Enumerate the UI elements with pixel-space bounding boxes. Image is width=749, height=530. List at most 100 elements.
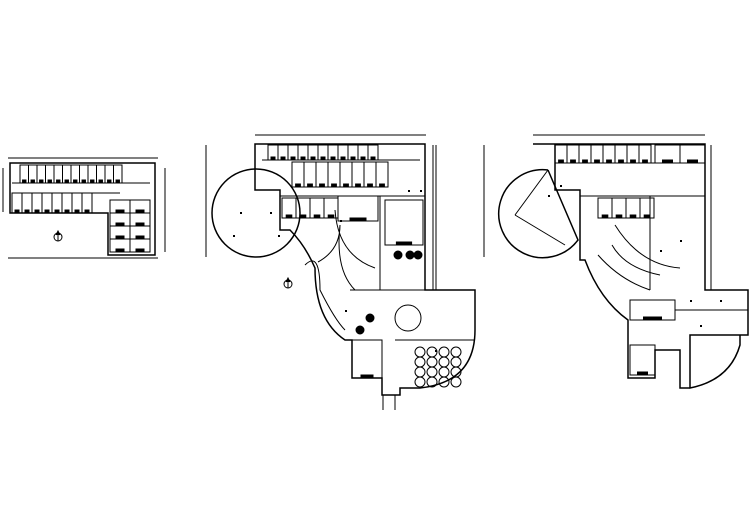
door (116, 249, 124, 251)
column (233, 235, 235, 237)
column (270, 212, 272, 214)
room (630, 300, 675, 320)
door (559, 160, 564, 162)
round-table (439, 377, 449, 387)
door (361, 375, 373, 377)
door (630, 215, 636, 217)
round-table (395, 305, 421, 331)
floor-plan-3 (484, 135, 748, 388)
room (640, 198, 654, 218)
north-arrow (284, 278, 292, 288)
diagonal-line (515, 170, 548, 215)
door (341, 157, 345, 159)
planter (406, 251, 414, 259)
room-grid (233, 145, 437, 378)
door (644, 317, 662, 319)
door (368, 184, 373, 186)
room (364, 162, 376, 187)
planter (366, 314, 374, 322)
column (340, 220, 342, 222)
planter (414, 251, 422, 259)
door (35, 210, 39, 212)
door (308, 184, 313, 186)
door (116, 236, 124, 238)
door (331, 157, 335, 159)
room-grid (12, 165, 150, 252)
door (108, 180, 111, 182)
room (82, 193, 92, 213)
door (344, 184, 349, 186)
column (690, 300, 692, 302)
door (48, 180, 51, 182)
door (631, 160, 636, 162)
door (619, 160, 624, 162)
door (116, 180, 119, 182)
round-table (415, 347, 425, 357)
room (680, 145, 705, 163)
room (292, 162, 304, 187)
door (291, 157, 295, 159)
door (643, 160, 648, 162)
door (57, 180, 60, 182)
round-table (427, 357, 437, 367)
door (75, 210, 79, 212)
courtyard (305, 261, 345, 330)
round-table (415, 367, 425, 377)
door (91, 180, 94, 182)
room (340, 162, 352, 187)
column (408, 190, 410, 192)
door (311, 157, 315, 159)
door (23, 180, 26, 182)
round-table (451, 347, 461, 357)
column (548, 195, 550, 197)
door (25, 210, 29, 212)
room (316, 162, 328, 187)
room (352, 162, 364, 187)
door (65, 210, 69, 212)
column (278, 235, 280, 237)
door (616, 215, 622, 217)
round-table (427, 377, 437, 387)
room (385, 200, 423, 245)
floor-plan-1 (3, 158, 165, 258)
door (332, 184, 337, 186)
door (31, 180, 34, 182)
door (301, 157, 305, 159)
door (571, 160, 576, 162)
door (361, 157, 365, 159)
door (55, 210, 59, 212)
door (40, 180, 43, 182)
door (380, 184, 385, 186)
door (644, 215, 650, 217)
door (300, 215, 306, 217)
door (45, 210, 49, 212)
planter (356, 326, 364, 334)
door (396, 242, 411, 244)
door (116, 223, 124, 225)
north-arrow (54, 231, 62, 241)
curved-corridor (318, 210, 375, 290)
room (304, 162, 316, 187)
door (286, 215, 292, 217)
door (607, 160, 612, 162)
door (296, 184, 301, 186)
door (136, 249, 144, 251)
round-table (439, 357, 449, 367)
dining-tables (356, 251, 461, 387)
door (356, 184, 361, 186)
door (314, 215, 320, 217)
door (663, 160, 673, 162)
room (630, 345, 655, 375)
round-table (415, 357, 425, 367)
room (130, 239, 150, 252)
door (602, 215, 608, 217)
column (420, 190, 422, 192)
door (85, 210, 89, 212)
door (116, 210, 124, 212)
room (338, 196, 378, 221)
door (136, 223, 144, 225)
door (320, 184, 325, 186)
round-table (415, 377, 425, 387)
round-hall (212, 169, 300, 257)
